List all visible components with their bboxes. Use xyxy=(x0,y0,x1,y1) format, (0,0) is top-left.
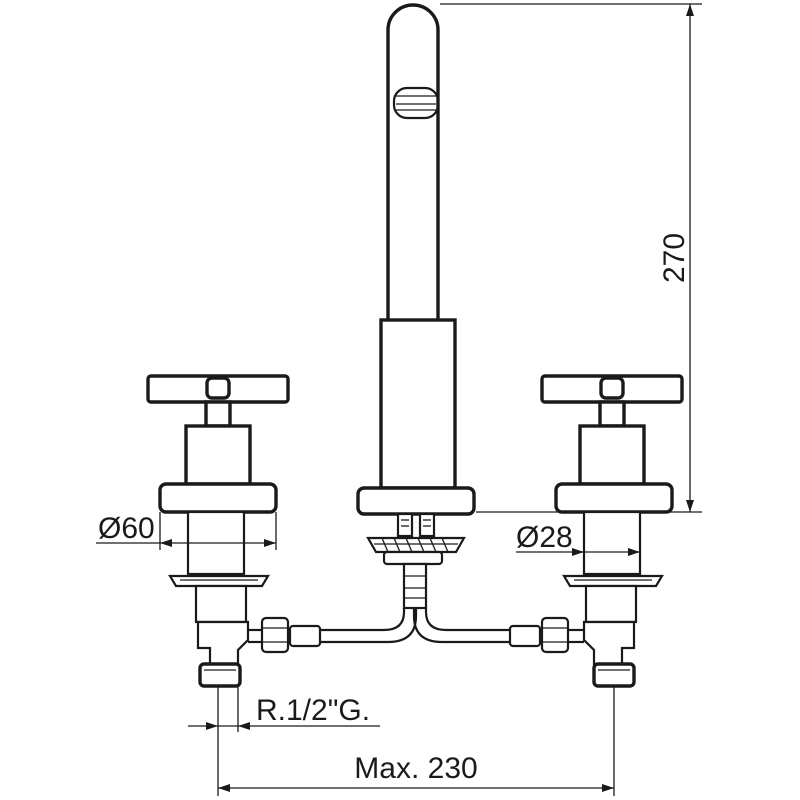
width-dimension: Max. 230 xyxy=(217,686,615,796)
left-hose xyxy=(248,608,418,654)
width-label: Max. 230 xyxy=(354,752,477,785)
thread-dimension: R.1/2"G. xyxy=(188,686,380,732)
spout xyxy=(356,3,476,516)
spout-diameter-label: Ø28 xyxy=(516,521,573,554)
handle-diameter-label: Ø60 xyxy=(98,512,155,545)
thread-label: R.1/2"G. xyxy=(256,694,370,727)
height-dimension: 270 xyxy=(440,3,702,513)
handle-diameter-dimension: Ø60 xyxy=(96,512,277,550)
right-hose xyxy=(412,608,584,654)
spout-diameter-dimension: Ø28 xyxy=(516,521,641,560)
spout-connector xyxy=(366,512,466,610)
height-label: 270 xyxy=(658,233,691,283)
